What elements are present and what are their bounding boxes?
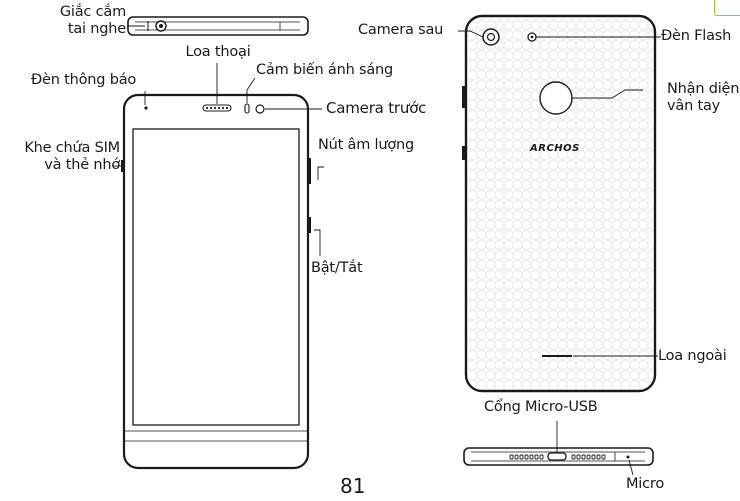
label-light-sensor: Cảm biến ánh sáng — [256, 62, 394, 78]
label-fingerprint: Nhận diện vân tay — [667, 81, 740, 114]
label-volume-button: Nút âm lượng — [318, 137, 415, 153]
notification-led-icon — [144, 106, 148, 110]
sim-slot-icon — [121, 160, 124, 172]
fingerprint-sensor-icon — [539, 81, 573, 115]
label-earpiece: Loa thoại — [185, 44, 251, 60]
label-loudspeaker: Loa ngoài — [658, 348, 727, 364]
light-sensor-icon — [244, 103, 250, 114]
label-flash: Đèn Flash — [661, 28, 732, 44]
label-rear-camera: Camera sau — [358, 22, 444, 38]
page-number: 81 — [340, 474, 366, 498]
label-sim-slot: Khe chứa SIM và thẻ nhớ — [24, 140, 120, 173]
front-camera-icon — [255, 104, 265, 114]
microphone-icon — [626, 455, 630, 459]
front-leader-lines — [112, 63, 324, 256]
phone-front-view — [121, 93, 311, 470]
label-usb-port: Cổng Micro-USB — [484, 399, 598, 415]
label-front-camera: Camera trước — [326, 99, 427, 117]
label-microphone: Micro — [626, 476, 665, 492]
earpiece-icon — [202, 104, 232, 112]
power-button-icon — [307, 217, 311, 233]
phone-bottom-edge — [463, 447, 654, 466]
phone-top-edge — [127, 16, 309, 36]
front-screen — [132, 128, 300, 426]
usb-port-icon — [547, 452, 567, 461]
bottom-leader-lines — [556, 421, 634, 476]
back-leader-lines — [458, 30, 661, 357]
volume-button-icon — [307, 158, 311, 184]
label-power-button: Bật/Tắt — [311, 260, 363, 276]
label-notification-led: Đèn thông báo — [31, 72, 137, 88]
phone-back-view — [462, 14, 657, 393]
bottom-speaker-grille — [509, 454, 606, 460]
brand-logo: ARCHOS — [530, 143, 580, 154]
label-headphone-jack: Giắc cắm tai nghe — [59, 4, 126, 37]
corner-tab — [714, 0, 740, 16]
